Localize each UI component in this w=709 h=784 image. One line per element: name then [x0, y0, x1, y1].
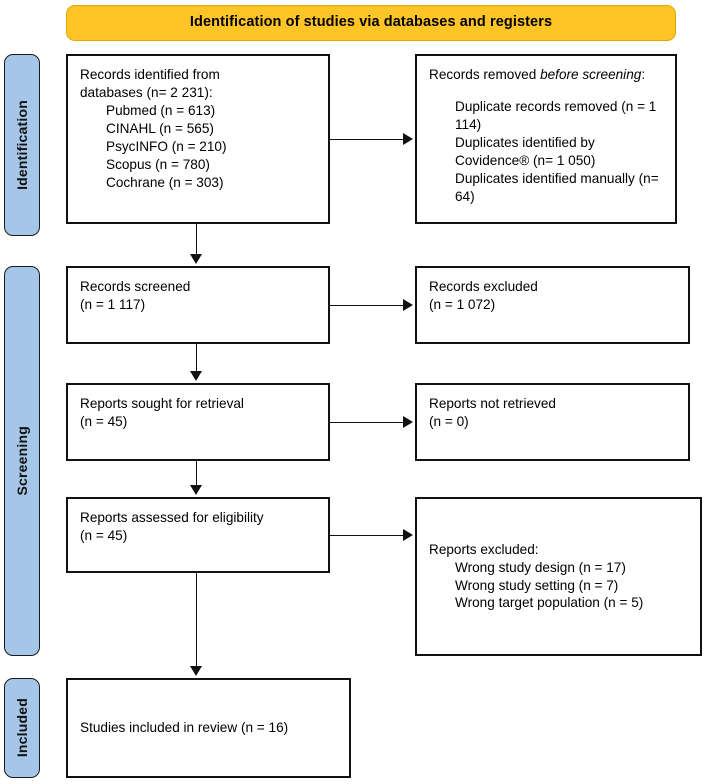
- box-reports-sought: Reports sought for retrieval (n = 45): [66, 383, 330, 461]
- duplicates-manual: Duplicates identified manually (n= 64): [455, 170, 659, 204]
- connector-assessed-to-included: [196, 573, 197, 668]
- box-reports-assessed: Reports assessed for eligibility (n = 45…: [66, 497, 330, 573]
- records-identified-line1: Records identified from: [80, 67, 220, 82]
- connector-sought-to-not-retrieved: [330, 422, 405, 423]
- connector-assessed-to-reports-excluded: [330, 535, 405, 536]
- source-scopus: Scopus (n = 780): [106, 156, 210, 172]
- reports-sought-label: Reports sought for retrieval: [80, 396, 244, 411]
- reason-wrong-study-design: Wrong study design (n = 17): [455, 559, 626, 575]
- stage-label-included: Included: [4, 678, 40, 778]
- source-psycinfo: PsycINFO (n = 210): [106, 138, 227, 154]
- stage-label-screening-text: Screening: [14, 426, 30, 496]
- connector-sought-to-assessed: [196, 461, 197, 487]
- records-removed-heading-italic: before screening: [540, 67, 642, 82]
- connector-screened-to-sought: [196, 344, 197, 373]
- stage-label-included-text: Included: [14, 698, 30, 758]
- records-removed-heading-colon: :: [641, 67, 646, 82]
- connector-identified-to-screened: [196, 224, 197, 256]
- arrowhead-right-icon: [403, 529, 413, 541]
- box-reports-not-retrieved: Reports not retrieved (n = 0): [415, 383, 690, 461]
- box-studies-included: Studies included in review (n = 16): [66, 678, 351, 778]
- records-removed-spacer: [429, 84, 663, 98]
- stage-label-identification: Identification: [4, 54, 40, 236]
- reports-not-retrieved-count: (n = 0): [429, 413, 469, 429]
- source-cinahl: CINAHL (n = 565): [106, 120, 214, 136]
- page-title: Identification of studies via databases …: [189, 14, 553, 31]
- arrowhead-down-icon: [190, 254, 202, 264]
- reports-excluded-heading: Reports excluded:: [429, 541, 539, 557]
- reason-wrong-target-population: Wrong target population (n = 5): [455, 595, 644, 611]
- reports-assessed-count: (n = 45): [80, 527, 128, 543]
- duplicates-covidence: Duplicates identified by Covidence® (n= …: [455, 134, 596, 168]
- reports-assessed-label: Reports assessed for eligibility: [80, 510, 264, 525]
- reports-not-retrieved-label: Reports not retrieved: [429, 396, 556, 411]
- studies-included-label: Studies included in review (n = 16): [80, 720, 289, 736]
- box-records-excluded: Records excluded (n = 1 072): [415, 266, 690, 344]
- arrowhead-right-icon: [403, 416, 413, 428]
- duplicate-records-removed: Duplicate records removed (n = 1 114): [455, 98, 657, 132]
- records-removed-heading-plain: Records removed: [429, 67, 541, 82]
- arrowhead-right-icon: [403, 299, 413, 311]
- diagram-title-banner: Identification of studies via databases …: [66, 5, 676, 41]
- source-pubmed: Pubmed (n = 613): [106, 102, 216, 118]
- box-reports-excluded-reasons: Reports excluded: Wrong study design (n …: [415, 497, 702, 656]
- arrowhead-right-icon: [403, 133, 413, 145]
- connector-identified-to-removed: [330, 139, 405, 140]
- arrowhead-down-icon: [190, 371, 202, 381]
- box-records-identified: Records identified from databases (n= 2 …: [66, 54, 330, 224]
- box-records-screened: Records screened (n = 1 117): [66, 266, 330, 344]
- stage-label-identification-text: Identification: [14, 100, 30, 190]
- stage-label-screening: Screening: [4, 266, 40, 656]
- records-identified-line2: databases (n= 2 231):: [80, 84, 213, 100]
- source-cochrane: Cochrane (n = 303): [106, 174, 224, 190]
- records-excluded-label: Records excluded: [429, 279, 538, 294]
- connector-screened-to-excluded: [330, 305, 405, 306]
- records-screened-label: Records screened: [80, 279, 191, 294]
- arrowhead-down-icon: [190, 666, 202, 676]
- records-screened-count: (n = 1 117): [80, 296, 146, 312]
- box-records-removed: Records removed before screening: Duplic…: [415, 54, 677, 224]
- reason-wrong-study-setting: Wrong study setting (n = 7): [455, 577, 619, 593]
- reports-sought-count: (n = 45): [80, 413, 128, 429]
- records-excluded-count: (n = 1 072): [429, 296, 496, 312]
- arrowhead-down-icon: [190, 485, 202, 495]
- records-removed-heading: Records removed before screening:: [429, 66, 663, 84]
